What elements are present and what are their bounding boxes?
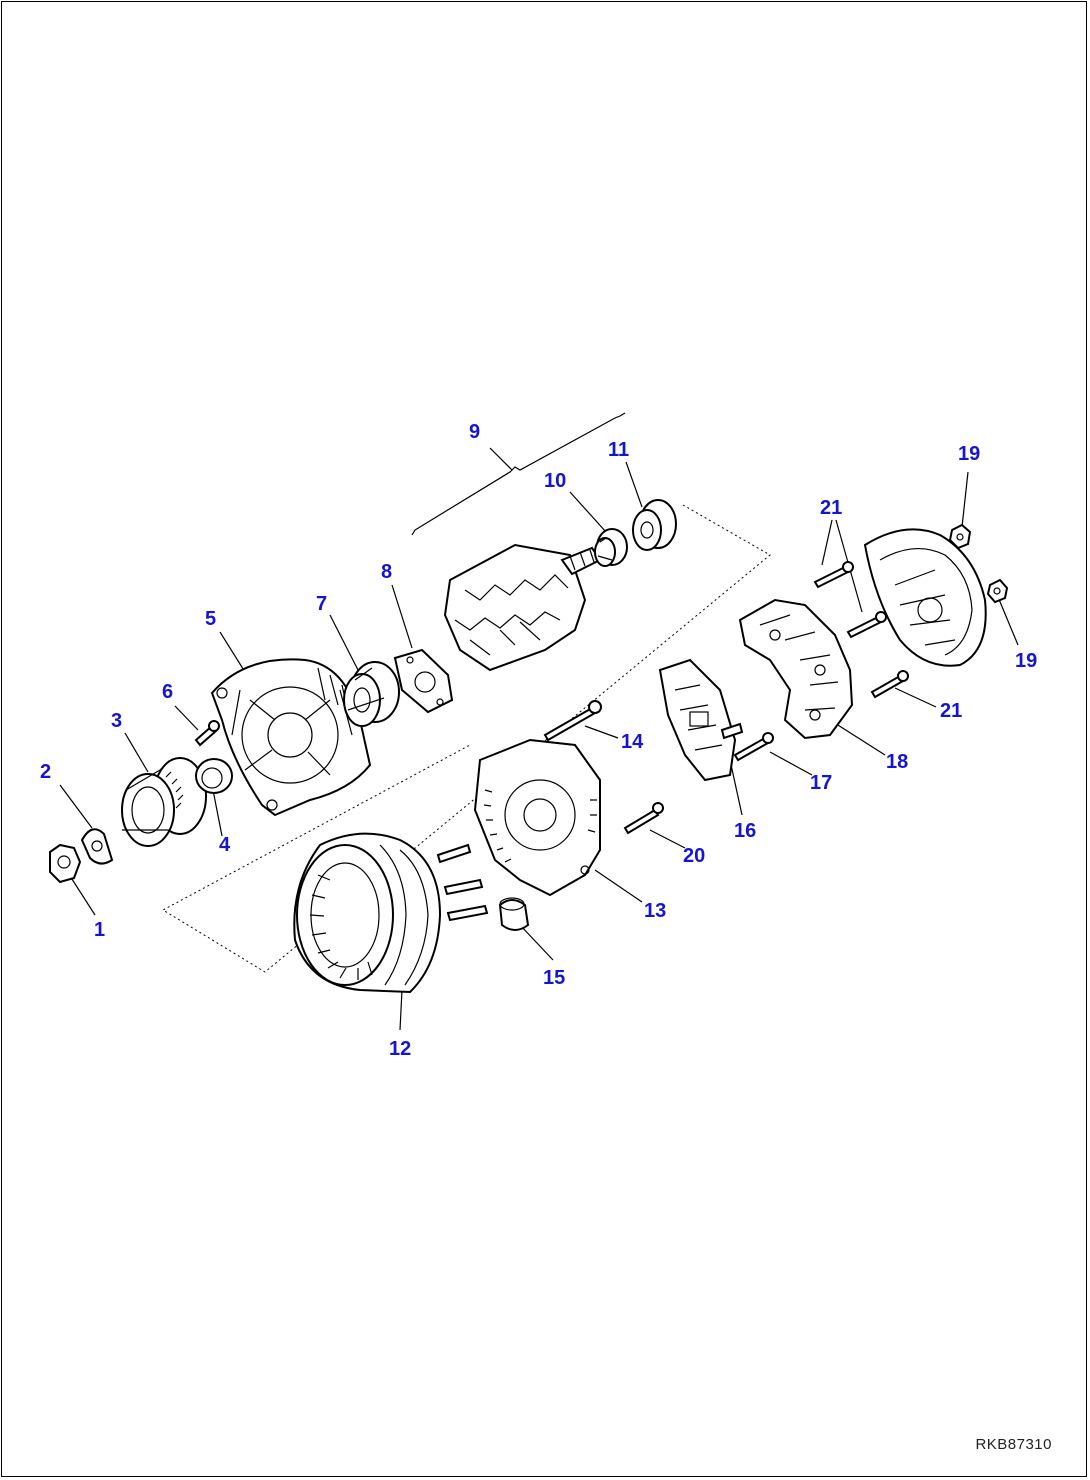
callout-9: 9 bbox=[469, 421, 480, 443]
part-bearing-rear bbox=[594, 528, 628, 567]
leader-lines bbox=[59, 412, 1019, 1031]
callout-15: 15 bbox=[543, 967, 565, 989]
part-rear-cover bbox=[863, 528, 987, 667]
assembly-boundary bbox=[161, 504, 771, 973]
callout-16: 16 bbox=[734, 820, 756, 842]
callout-21-top: 21 bbox=[820, 497, 842, 519]
callout-19-top: 19 bbox=[958, 443, 980, 465]
callout-14: 14 bbox=[621, 731, 644, 753]
part-rectifier bbox=[738, 598, 854, 740]
part-bolt-20 bbox=[623, 802, 664, 835]
callout-1: 1 bbox=[94, 919, 105, 941]
part-nuts-19 bbox=[948, 523, 1009, 604]
part-spacer bbox=[195, 758, 233, 794]
part-bearing-front bbox=[343, 661, 400, 727]
callout-17: 17 bbox=[810, 772, 832, 794]
callout-10: 10 bbox=[544, 470, 566, 492]
callout-6: 6 bbox=[162, 681, 173, 703]
part-stator bbox=[293, 832, 489, 994]
drawing-reference-code: RKB87310 bbox=[975, 1436, 1052, 1453]
part-front-housing bbox=[210, 658, 372, 817]
part-washer bbox=[80, 828, 114, 865]
callout-11: 11 bbox=[608, 439, 629, 461]
part-rear-housing bbox=[473, 738, 601, 897]
part-rotor bbox=[443, 543, 602, 672]
part-bolt-14 bbox=[543, 700, 602, 742]
part-screw-17 bbox=[733, 732, 774, 762]
callout-19-bottom: 19 bbox=[1015, 650, 1037, 672]
callout-4: 4 bbox=[219, 834, 231, 856]
callout-21-right: 21 bbox=[940, 700, 962, 722]
callout-5: 5 bbox=[205, 608, 216, 630]
part-screw-6 bbox=[194, 720, 220, 747]
callout-8: 8 bbox=[381, 561, 392, 583]
callout-12: 12 bbox=[389, 1038, 411, 1060]
callout-2: 2 bbox=[40, 761, 51, 783]
part-pulley bbox=[121, 757, 207, 847]
part-nut bbox=[49, 843, 82, 884]
callout-labels: 1 2 3 4 5 6 7 8 9 10 11 12 13 14 15 16 1… bbox=[40, 421, 1037, 1060]
bracket-9 bbox=[411, 412, 626, 536]
callout-3: 3 bbox=[111, 710, 122, 732]
part-screws-21 bbox=[813, 561, 909, 699]
callout-13: 13 bbox=[644, 900, 666, 922]
callout-20: 20 bbox=[683, 845, 705, 867]
part-bushing bbox=[498, 897, 530, 931]
part-bearing-cap bbox=[632, 499, 677, 551]
part-regulator bbox=[658, 658, 744, 782]
part-retainer-plate bbox=[393, 648, 454, 714]
callout-7: 7 bbox=[316, 593, 327, 615]
callout-18: 18 bbox=[886, 751, 908, 773]
